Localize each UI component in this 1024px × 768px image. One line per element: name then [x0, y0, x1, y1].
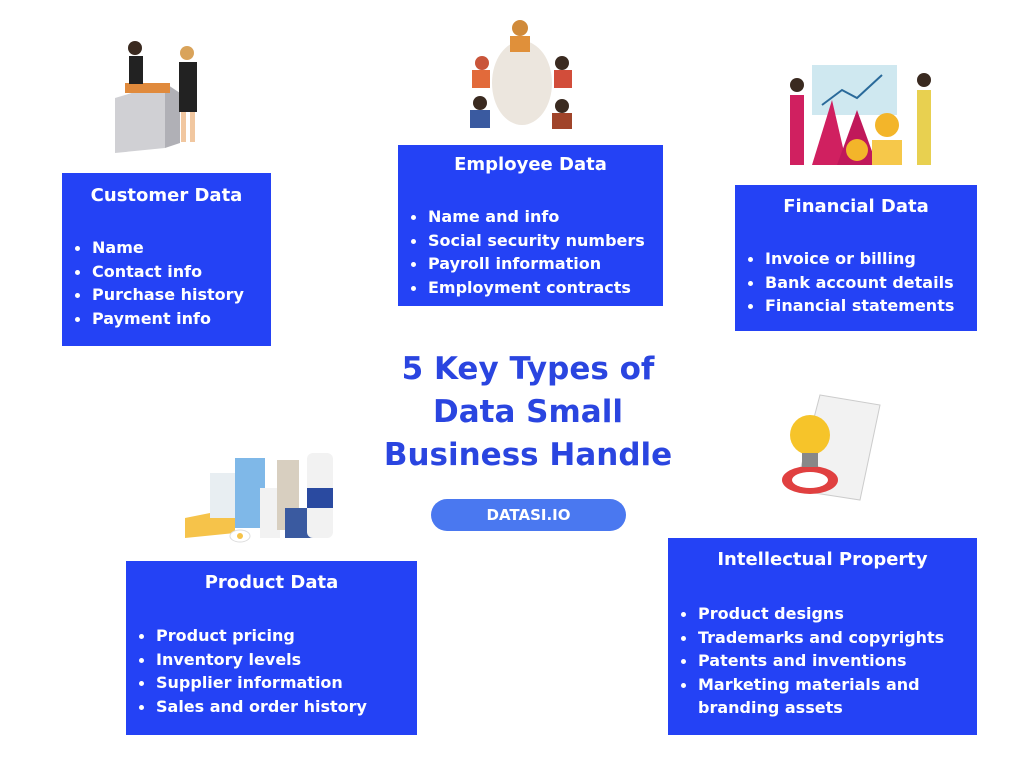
list-item: Purchase history [75, 283, 271, 307]
list-item: Contact info [75, 260, 271, 284]
card-list: Invoice or billing Bank account details … [735, 247, 977, 318]
list-item: Trademarks and copyrights [681, 626, 977, 650]
card-financial-data: Financial Data Invoice or billing Bank a… [735, 185, 977, 331]
card-heading: Customer Data [90, 185, 243, 206]
finance-chart-coins-illustration [790, 65, 931, 165]
list-item: Payment info [75, 307, 271, 331]
list-item: Name and info [411, 205, 663, 229]
list-item: Marketing materials and [681, 673, 977, 697]
card-intellectual-property: Intellectual Property Product designs Tr… [668, 538, 977, 735]
list-item: Social security numbers [411, 229, 663, 253]
customer-service-desk-illustration [115, 41, 197, 153]
list-item: Product designs [681, 602, 977, 626]
brand-pill: DATASI.IO [431, 499, 626, 531]
card-customer-data: Customer Data Name Contact info Purchase… [62, 173, 271, 346]
page-title: 5 Key Types of Data Small Business Handl… [340, 348, 716, 477]
card-heading: Product Data [204, 572, 339, 593]
list-item: Name [75, 236, 271, 260]
card-list: Product designs Trademarks and copyright… [668, 602, 977, 720]
list-item: Employment contracts [411, 276, 663, 300]
card-product-data: Product Data Product pricing Inventory l… [126, 561, 417, 735]
team-meeting-illustration [470, 20, 572, 129]
title-line: Business Handle [383, 437, 673, 473]
card-heading: Financial Data [783, 196, 929, 217]
card-list: Name and info Social security numbers Pa… [398, 205, 663, 299]
list-item: Payroll information [411, 252, 663, 276]
list-item: Sales and order history [139, 695, 417, 719]
list-item: Financial statements [748, 294, 977, 318]
list-item-continuation: branding assets [698, 698, 843, 717]
list-item: Invoice or billing [748, 247, 977, 271]
title-line: Data Small [433, 394, 623, 430]
card-list: Name Contact info Purchase history Payme… [62, 236, 271, 330]
list-item: Supplier information [139, 671, 417, 695]
card-list: Product pricing Inventory levels Supplie… [126, 624, 417, 718]
title-line: 5 Key Types of [401, 351, 655, 387]
list-item: Product pricing [139, 624, 417, 648]
lightbulb-copyright-document-illustration [782, 394, 881, 501]
list-item: Bank account details [748, 271, 977, 295]
card-employee-data: Employee Data Name and info Social secur… [398, 145, 663, 306]
list-item: Inventory levels [139, 648, 417, 672]
grocery-products-illustration [185, 453, 333, 543]
card-heading: Employee Data [454, 154, 607, 175]
card-heading: Intellectual Property [717, 549, 928, 570]
list-item: Patents and inventions [681, 649, 977, 673]
